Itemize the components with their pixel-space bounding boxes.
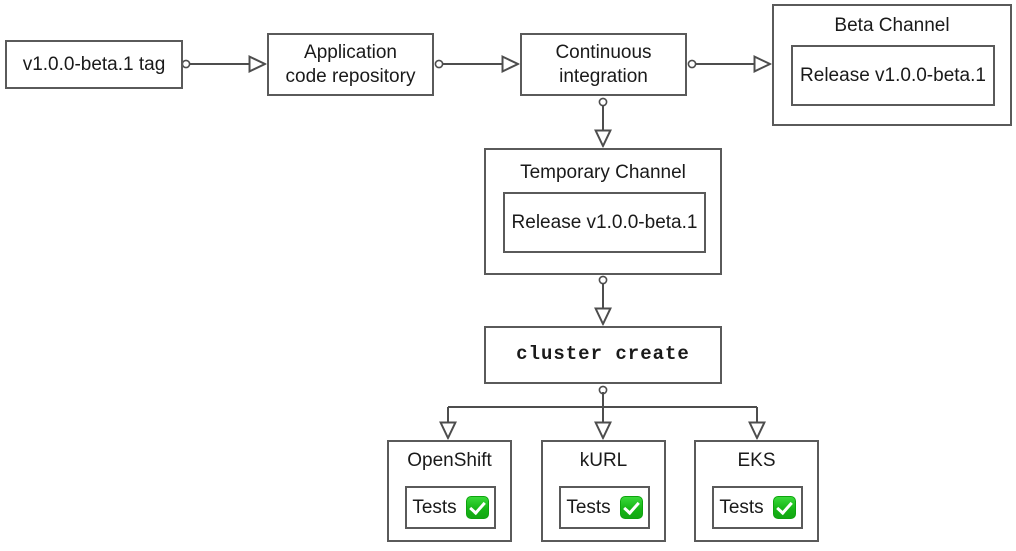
node-tag[interactable]: v1.0.0-beta.1 tag (5, 40, 183, 89)
eks-tests-box[interactable]: Tests (712, 486, 803, 529)
eks-title: EKS (737, 450, 776, 471)
check-mark-button-icon (772, 496, 796, 519)
edge-source-dot-ci-right (687, 59, 697, 69)
openshift-tests-label: Tests (412, 496, 457, 518)
node-ci-label: Continuous integration (555, 42, 652, 87)
node-continuous-integration[interactable]: Continuous integration (520, 33, 687, 96)
openshift-title: OpenShift (407, 450, 492, 471)
check-mark-button-icon (465, 496, 489, 519)
edge-source-dot-ci-bottom (598, 97, 608, 107)
beta-channel-release-box[interactable]: Release v1.0.0-beta.1 (791, 45, 995, 106)
node-beta-channel[interactable]: Beta Channel Release v1.0.0-beta.1 (772, 4, 1012, 126)
kurl-tests-label: Tests (566, 496, 611, 518)
node-kurl[interactable]: kURL Tests (541, 440, 666, 542)
node-application-code-repository[interactable]: Application code repository (267, 33, 434, 96)
kurl-title: kURL (579, 450, 628, 471)
temporary-channel-title: Temporary Channel (520, 162, 686, 183)
node-repo-label: Application code repository (285, 42, 416, 87)
node-tag-label: v1.0.0-beta.1 tag (22, 53, 166, 75)
kurl-tests-box[interactable]: Tests (559, 486, 650, 529)
node-openshift[interactable]: OpenShift Tests (387, 440, 512, 542)
node-cluster-create[interactable]: cluster create (484, 326, 722, 384)
edge-source-dot-tag (181, 59, 191, 69)
node-temporary-channel[interactable]: Temporary Channel Release v1.0.0-beta.1 (484, 148, 722, 275)
edge-source-dot-cluster-create (598, 385, 608, 395)
openshift-tests-box[interactable]: Tests (405, 486, 496, 529)
edge-source-dot-repo (434, 59, 444, 69)
temporary-channel-release-label: Release v1.0.0-beta.1 (511, 211, 698, 233)
node-eks[interactable]: EKS Tests (694, 440, 819, 542)
temporary-channel-release-box[interactable]: Release v1.0.0-beta.1 (503, 192, 706, 253)
beta-channel-title: Beta Channel (834, 15, 950, 36)
beta-channel-release-label: Release v1.0.0-beta.1 (800, 64, 986, 86)
eks-tests-label: Tests (719, 496, 764, 518)
node-cluster-create-label: cluster create (516, 343, 690, 366)
edge-source-dot-temporary-channel (598, 275, 608, 285)
check-mark-button-icon (619, 496, 643, 519)
